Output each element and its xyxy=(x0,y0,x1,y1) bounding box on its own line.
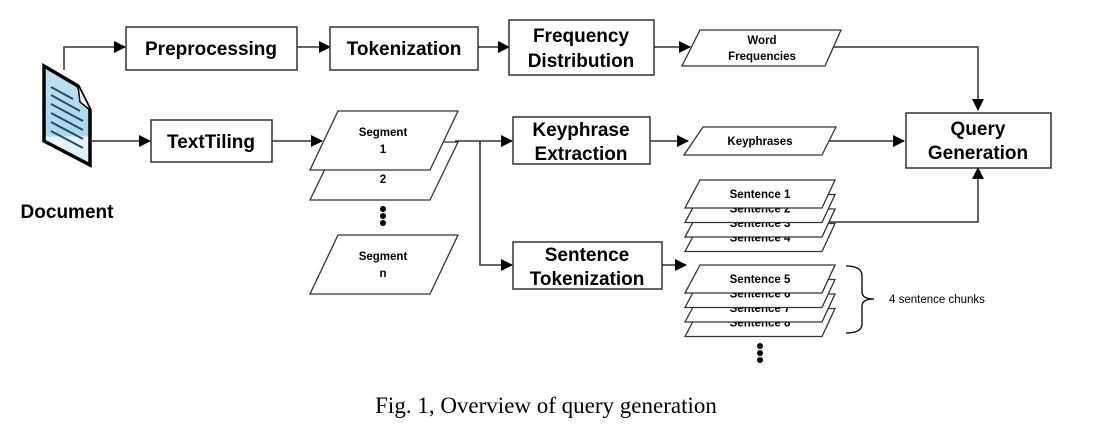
keyphrases-data: Keyphrases xyxy=(682,126,838,156)
frequency-distribution-line-2: Distribution xyxy=(528,51,635,72)
frequency-distribution-line-1: Frequency xyxy=(533,26,630,47)
sentence-label: Sentence 5 xyxy=(730,274,791,286)
frequency-distribution-box: Frequency Distribution xyxy=(508,19,655,76)
query-generation-line-2: Generation xyxy=(928,143,1028,164)
sentence-ellipsis xyxy=(757,343,763,363)
query-generation-line-1: Query xyxy=(951,119,1006,140)
keyphrases-label: Keyphrases xyxy=(727,136,792,148)
arrow-document-to-preprocessing xyxy=(63,41,126,70)
keyphrase-extraction-box: Keyphrase Extraction xyxy=(512,116,651,165)
keyphrase-extraction-line-2: Extraction xyxy=(535,144,628,165)
arrow-sentences-to-query xyxy=(824,167,984,223)
segment-ellipsis xyxy=(380,206,386,226)
sentence-card: Sentence 1 xyxy=(683,179,837,209)
figure-caption: Fig. 1, Overview of query generation xyxy=(375,393,717,418)
arrow-segment-to-sentence-tokenization xyxy=(479,141,513,271)
sentence-tokenization-line-1: Sentence xyxy=(545,245,629,266)
word-frequencies-data: Word Frequencies xyxy=(680,29,843,67)
sentence-card: Sentence 5 xyxy=(683,264,837,294)
document-label: Document xyxy=(21,202,115,223)
segment-1-line-2: 1 xyxy=(380,144,387,156)
keyphrase-extraction-line-1: Keyphrase xyxy=(532,120,629,141)
segment-n-line-1: Segment xyxy=(359,251,408,263)
sentence-tokenization-line-2: Tokenization xyxy=(530,269,645,290)
preprocessing-box: Preprocessing xyxy=(125,26,298,71)
chunk-note: 4 sentence chunks xyxy=(889,294,985,306)
connectors xyxy=(63,41,984,271)
segment-2-label: 2 xyxy=(380,174,386,186)
segment-1-data: Segment 1 xyxy=(308,110,460,171)
sentence-label: Sentence 1 xyxy=(730,189,791,201)
document-icon xyxy=(42,62,92,168)
tokenization-box: Tokenization xyxy=(329,26,479,71)
arrow-wordfreq-to-query xyxy=(830,46,984,111)
word-frequencies-line-1: Word xyxy=(747,35,776,47)
sentence-tokenization-box: Sentence Tokenization xyxy=(512,241,663,290)
word-frequencies-line-2: Frequencies xyxy=(728,51,796,63)
segment-n-line-2: n xyxy=(379,268,386,280)
texttiling-box: TextTiling xyxy=(150,119,273,163)
tokenization-label: Tokenization xyxy=(347,39,462,60)
chunk-brace xyxy=(845,265,875,334)
query-generation-box: Query Generation xyxy=(905,112,1052,169)
segment-n-data: Segment n xyxy=(308,234,460,295)
preprocessing-label: Preprocessing xyxy=(145,39,277,60)
texttiling-label: TextTiling xyxy=(167,132,255,153)
segment-1-line-1: Segment xyxy=(359,127,408,139)
